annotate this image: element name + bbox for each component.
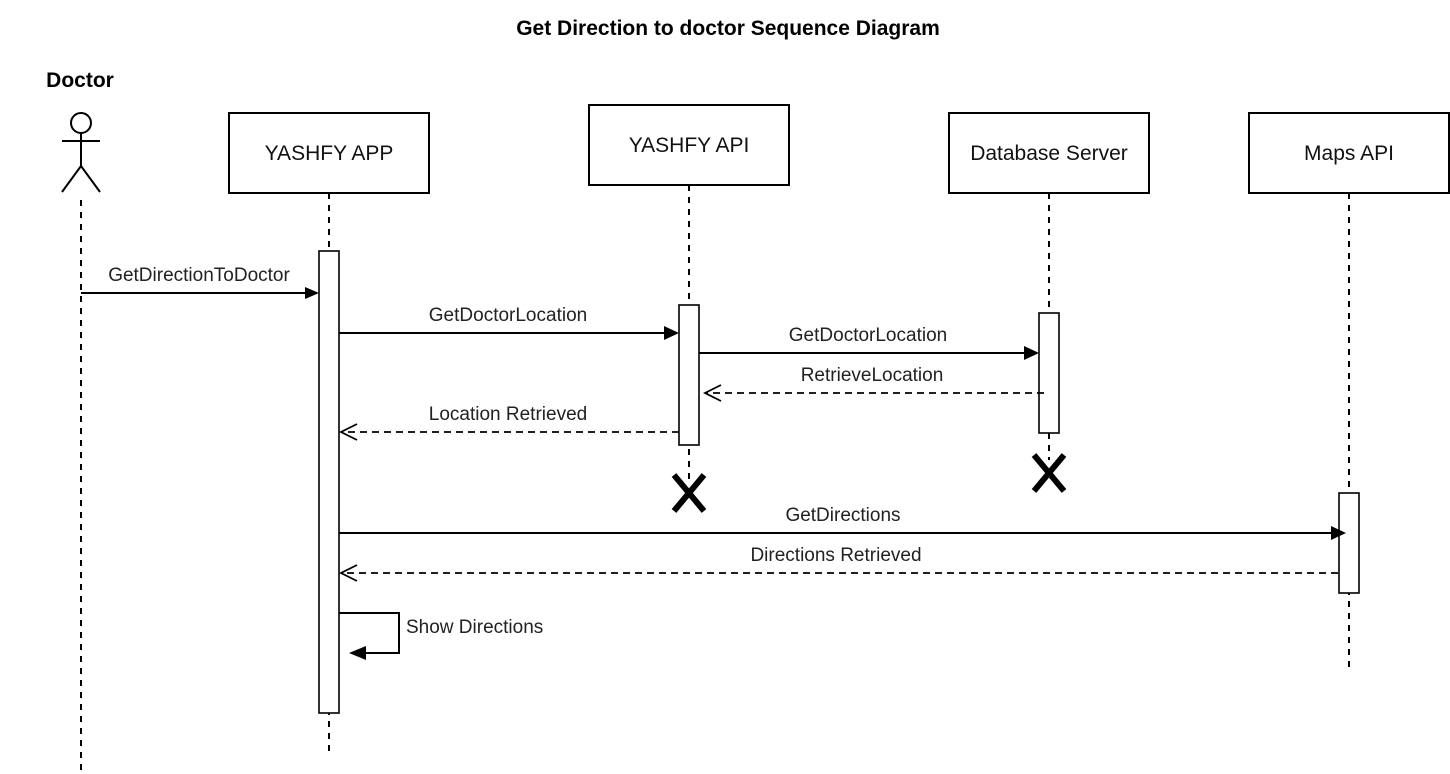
participant-label: YASHFY API bbox=[629, 134, 750, 157]
message-label: GetDoctorLocation bbox=[789, 325, 947, 346]
arrowhead-icon bbox=[1024, 346, 1039, 360]
message-show-directions: Show Directions bbox=[339, 612, 543, 660]
message-location-retrieved: Location Retrieved bbox=[338, 404, 679, 441]
open-arrowhead-icon bbox=[702, 384, 722, 402]
message-get-doctor-location-api-to-db: GetDoctorLocation bbox=[699, 325, 1039, 360]
destroy-database-server-icon bbox=[1031, 453, 1067, 493]
message-label: GetDirectionToDoctor bbox=[108, 265, 290, 286]
message-get-direction-to-doctor: GetDirectionToDoctor bbox=[81, 265, 319, 299]
arrowhead-icon bbox=[305, 287, 319, 299]
arrowhead-icon bbox=[664, 326, 679, 340]
actor-doctor: Doctor bbox=[46, 69, 114, 774]
activation-database-server bbox=[1038, 312, 1060, 434]
stick-figure-icon bbox=[61, 112, 101, 193]
message-retrieve-location: RetrieveLocation bbox=[702, 365, 1044, 402]
participant-label: Maps API bbox=[1304, 142, 1394, 165]
message-label: Show Directions bbox=[406, 617, 543, 638]
arrowhead-icon bbox=[349, 646, 366, 660]
message-label: GetDoctorLocation bbox=[429, 305, 587, 326]
message-get-doctor-location-app-to-api: GetDoctorLocation bbox=[339, 305, 679, 340]
open-arrowhead-icon bbox=[338, 423, 358, 441]
participant-database-server: Database Server bbox=[948, 112, 1150, 194]
participant-label: Database Server bbox=[970, 142, 1128, 165]
message-label: Directions Retrieved bbox=[750, 545, 921, 566]
actor-name: Doctor bbox=[46, 69, 114, 92]
message-label: GetDirections bbox=[785, 505, 900, 526]
message-directions-retrieved: Directions Retrieved bbox=[338, 545, 1338, 582]
arrowhead-icon bbox=[1331, 526, 1346, 540]
participant-yashfy-api: YASHFY API bbox=[588, 104, 790, 186]
message-label: RetrieveLocation bbox=[801, 365, 944, 386]
participant-label: YASHFY APP bbox=[265, 142, 394, 165]
activation-yashfy-app bbox=[318, 250, 340, 714]
message-label: Location Retrieved bbox=[429, 404, 587, 425]
participant-maps-api: Maps API bbox=[1248, 112, 1450, 194]
participant-yashfy-app: YASHFY APP bbox=[228, 112, 430, 194]
open-arrowhead-icon bbox=[338, 564, 358, 582]
activation-yashfy-api bbox=[678, 304, 700, 446]
activation-maps-api bbox=[1338, 492, 1360, 594]
diagram-title: Get Direction to doctor Sequence Diagram bbox=[516, 17, 940, 40]
message-get-directions: GetDirections bbox=[339, 505, 1346, 540]
destroy-yashfy-api-icon bbox=[671, 473, 707, 513]
